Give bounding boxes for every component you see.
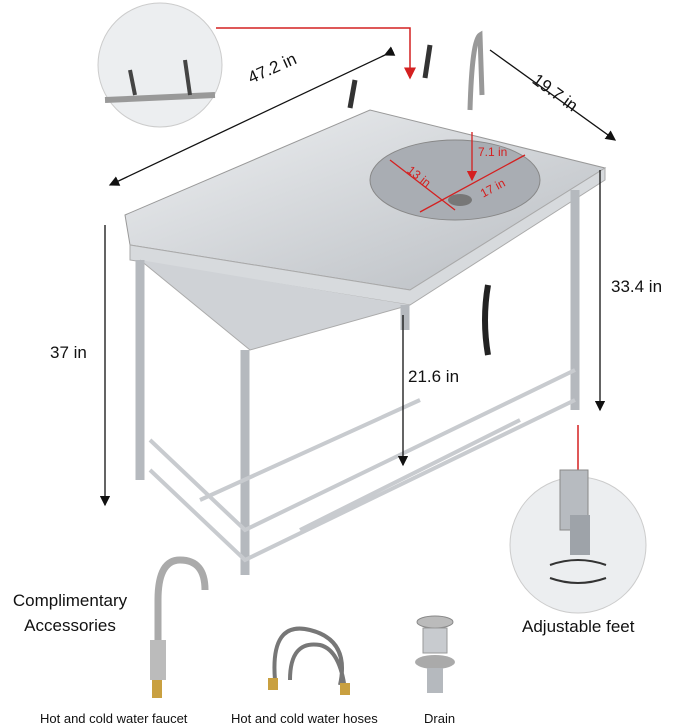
- splash-inset: [97, 2, 223, 128]
- length-dimension-line: [108, 46, 396, 186]
- adjustable-feet-inset: [509, 469, 647, 614]
- height-label: 37 in: [50, 343, 87, 362]
- counter-height-label: 33.4 in: [611, 277, 663, 296]
- drain-image: [415, 615, 455, 693]
- depth-dimension-line: [489, 49, 617, 141]
- bowl-width-line: [389, 159, 456, 211]
- drain-caption: Drain: [424, 711, 456, 726]
- sink-table: [124, 30, 607, 575]
- inset-pointer: [216, 27, 416, 80]
- bowl-depth-label: 7.1 in: [478, 145, 508, 159]
- bowl-length-line: [419, 154, 526, 213]
- rotate-icon: [549, 559, 607, 584]
- faucet-caption: Hot and cold water faucet: [40, 711, 188, 726]
- hoses-image: [268, 626, 350, 695]
- faucet-image: [150, 556, 209, 698]
- adjustable-feet-label: Adjustable feet: [522, 617, 635, 636]
- hoses-caption: Hot and cold water hoses: [231, 711, 378, 726]
- accessories-heading: Complimentary Accessories: [12, 591, 128, 635]
- shelf-clearance-label: 21.6 in: [408, 367, 460, 386]
